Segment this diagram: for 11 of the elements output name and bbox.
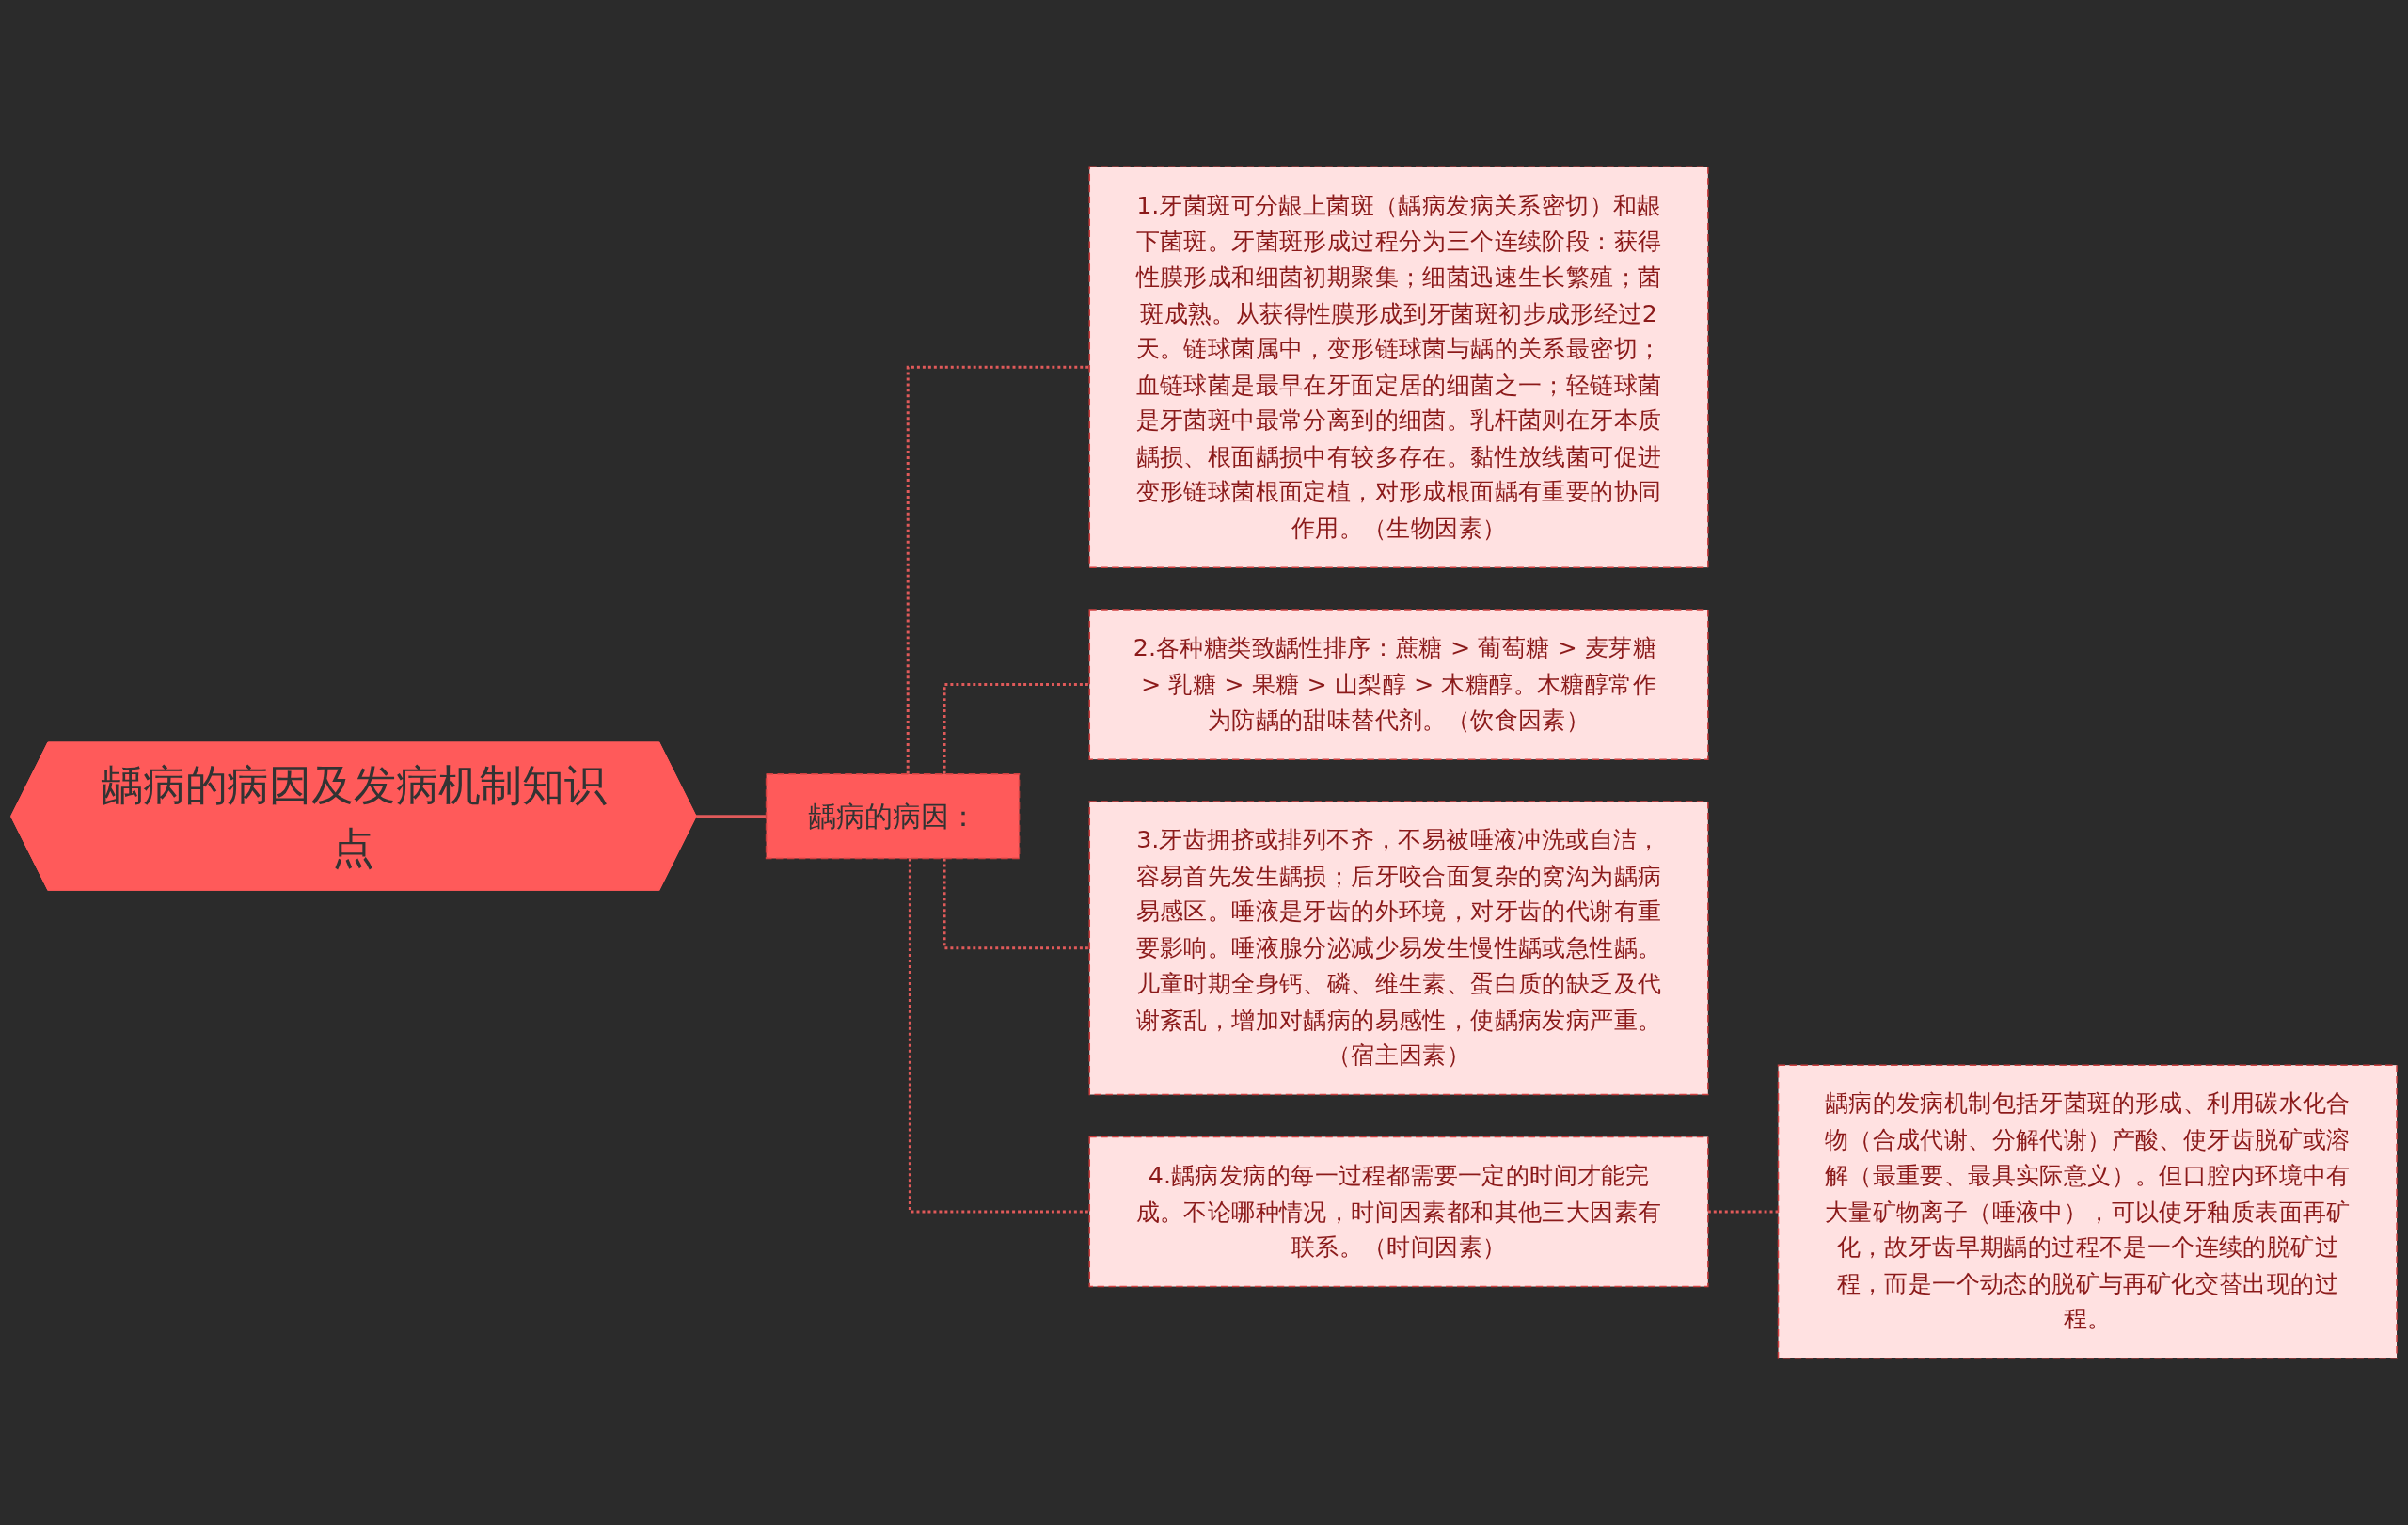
node-box: 龋病的发病机制包括牙菌斑的形成、利用碳水化合物（合成代谢、分解代谢）产酸、使牙齿脱矿或溶解（最重要、最具实际意义）。但口腔内环境中有大量矿物离子（唾液中），可以使牙釉质表面再矿化，故牙齿早期龋的过程不是一个连续的脱矿过程，而是一个动态的脱矿与再矿化交替出现的过程。	[1777, 1064, 2398, 1359]
connector	[695, 815, 767, 818]
node-box: 4.龋病发病的每一过程都需要一定的时间才能完成。不论哪种情况，时间因素都和其他三大因素有联系。（时间因素）	[1088, 1136, 1709, 1288]
connector	[943, 858, 1090, 950]
node-box: 3.牙齿拥挤或排列不齐，不易被唾液冲洗或自洁，容易首先发生龋损；后牙咬合面复杂的窝沟为龋病易感区。唾液是牙齿的外环境，对牙齿的代谢有重要影响。唾液腺分泌减少易发生慢性龋或急性龋。儿童时期全身钙、磷、维生素、蛋白质的缺乏及代谢紊乱，增加对龋病的易感性，使龋病发病严重。（宿主因素）	[1088, 801, 1709, 1096]
connector	[906, 365, 1090, 774]
connector	[908, 858, 1090, 1214]
node-box: 2.各种糖类致龋性排序：蔗糖 > 葡萄糖 > 麦芽糖 > 乳糖 > 果糖 > 山梨醇 > 木糖醇。木糖醇常作为防龋的甜味替代剂。（饮食因素）	[1088, 609, 1709, 760]
node-box: 1.牙菌斑可分龈上菌斑（龋病发病关系密切）和龈下菌斑。牙菌斑形成过程分为三个连续阶段：获得性膜形成和细菌初期聚集；细菌迅速生长繁殖；菌斑成熟。从获得性膜形成到牙菌斑初步成形经过2天。链球菌属中，变形链球菌与龋的关系最密切；血链球菌是最早在牙面定居的细菌之一；轻链球菌是牙菌斑中最常分离到的细菌。乳杆菌则在牙本质龋损、根面龋损中有较多存在。黏性放线菌可促进变形链球菌根面定植，对形成根面龋有重要的协同作用。（生物因素）	[1088, 166, 1709, 568]
node-box: 龋病的病因：	[765, 773, 1021, 860]
connector	[943, 683, 1090, 774]
